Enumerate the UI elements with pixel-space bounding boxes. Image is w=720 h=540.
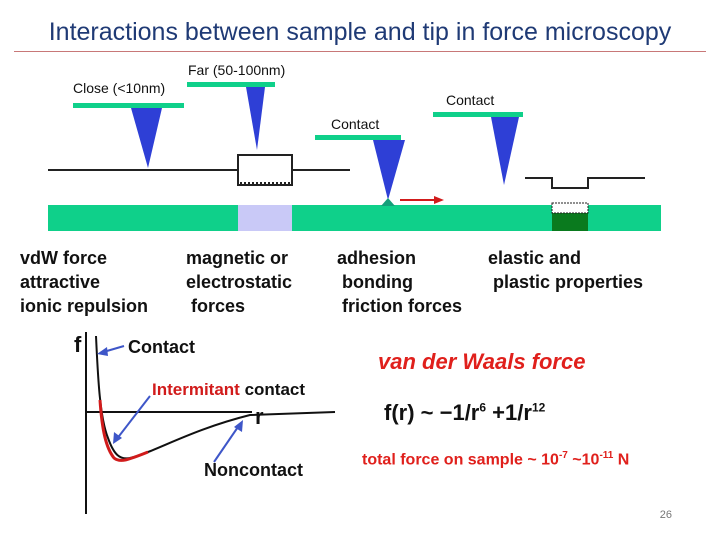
axis-label-r: r xyxy=(255,404,264,429)
tip-contact-elastic xyxy=(491,117,519,185)
cantilever-close xyxy=(73,103,184,108)
tip-far xyxy=(246,87,265,150)
axis-label-f: f xyxy=(74,332,82,357)
formula-prefix: f(r) ~ −1/r xyxy=(384,400,480,425)
effect-elastic: elastic and plastic properties xyxy=(488,248,644,292)
intermitant-curve-segment xyxy=(98,399,149,462)
label-contact-adhesion: Contact xyxy=(331,116,380,132)
tip-close xyxy=(131,108,162,168)
tip-contact-adhesion xyxy=(373,140,405,200)
vdw-heading: van der Waals force xyxy=(378,349,586,374)
slide-number: 26 xyxy=(659,509,672,521)
profile-line-dip xyxy=(525,177,645,189)
contact-pointer-head xyxy=(97,347,108,356)
label-contact-word: contact xyxy=(239,380,306,399)
force-curve xyxy=(95,335,336,460)
label-intermitant-word: Intermitant xyxy=(152,380,240,399)
effect-magnetic: magnetic or electrostatic forces xyxy=(186,248,293,316)
cantilever-contact-elastic xyxy=(433,112,523,117)
total-suffix: N xyxy=(613,451,630,469)
effect-vdw: vd​W force attractive ionic repulsion xyxy=(20,248,149,316)
profile-bump xyxy=(237,154,293,186)
adhesion-meniscus xyxy=(381,198,395,206)
label-contact-elastic: Contact xyxy=(446,92,495,108)
total-prefix: total force on sample ~ 10 xyxy=(362,451,559,469)
label-intermitant-contact: Intermitant contact xyxy=(152,380,305,400)
total-exp-7: -7 xyxy=(558,450,568,461)
vdw-formula: f(r) ~ −1/r6 +1/r12 xyxy=(384,400,545,426)
noncontact-pointer xyxy=(213,423,241,463)
formula-mid: +1/r xyxy=(486,400,532,425)
effect-adhesion: adhesion bonding friction forces xyxy=(337,248,463,316)
label-close: Close (<10nm) xyxy=(73,80,166,96)
noncontact-pointer-head xyxy=(234,420,243,432)
title-divider xyxy=(14,51,706,52)
label-noncontact: Noncontact xyxy=(204,460,303,480)
label-far: Far (50-100nm) xyxy=(188,62,286,78)
slide-title: Interactions between sample and tip in f… xyxy=(48,18,672,46)
intermitant-pointer-head xyxy=(113,432,122,444)
cantilever-contact-adhesion xyxy=(315,135,401,140)
formula-exp-6: 6 xyxy=(479,400,487,415)
cantilever-far xyxy=(187,82,275,87)
magnetic-region xyxy=(238,205,292,231)
formula-exp-12: 12 xyxy=(531,400,546,415)
label-contact-region: Contact xyxy=(128,337,195,357)
indent-marker xyxy=(551,202,589,214)
intermitant-pointer xyxy=(115,395,151,441)
friction-arrow-head xyxy=(434,196,444,204)
total-exp-11: -11 xyxy=(599,450,614,461)
total-mid: ~10 xyxy=(567,451,600,469)
total-force: total force on sample ~ 10-7 ~10-11 N xyxy=(362,450,629,469)
